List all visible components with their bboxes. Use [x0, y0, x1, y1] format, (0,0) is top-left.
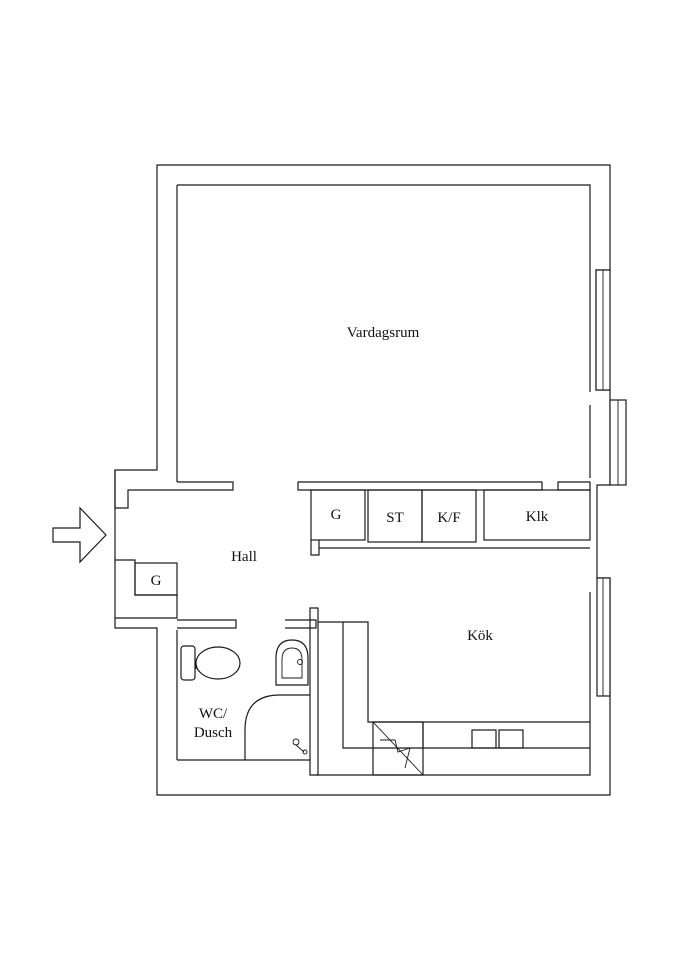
entrance-arrow-icon [52, 506, 107, 564]
bath-walls [177, 607, 319, 776]
outer-walls [114, 164, 611, 796]
closet-row [310, 489, 591, 556]
entrance [52, 470, 178, 619]
drawer-right [498, 729, 524, 749]
living-room-lower-wall [177, 481, 591, 491]
room-labels: Vardagsrum Hall Kök G ST K/F Klk G WC/ D… [151, 325, 549, 741]
shower-icon [292, 738, 308, 755]
label-kok: Kök [467, 628, 493, 644]
closet-g-hall-top [310, 489, 366, 541]
label-fridge-freezer: K/F [437, 510, 460, 526]
label-closet-g-left: G [151, 573, 162, 589]
label-clothes: Klk [526, 509, 549, 525]
sink-icon [275, 639, 309, 686]
label-hall: Hall [231, 549, 257, 565]
label-storage: ST [386, 510, 404, 526]
label-closet-g-top: G [331, 507, 342, 523]
label-bath-line1: WC/ [199, 706, 228, 722]
kitchen-counters [318, 621, 590, 776]
toilet-icon [180, 645, 241, 681]
closet-kf [421, 489, 477, 543]
windows [595, 269, 627, 697]
label-vardagsrum: Vardagsrum [347, 325, 420, 341]
label-bath-line2: Dusch [194, 725, 233, 741]
stove-icon [372, 721, 424, 776]
drawer-left [471, 729, 497, 749]
closet-g-hall-left [134, 562, 178, 596]
window-kitchen [596, 577, 611, 697]
closet-klk [483, 489, 591, 541]
